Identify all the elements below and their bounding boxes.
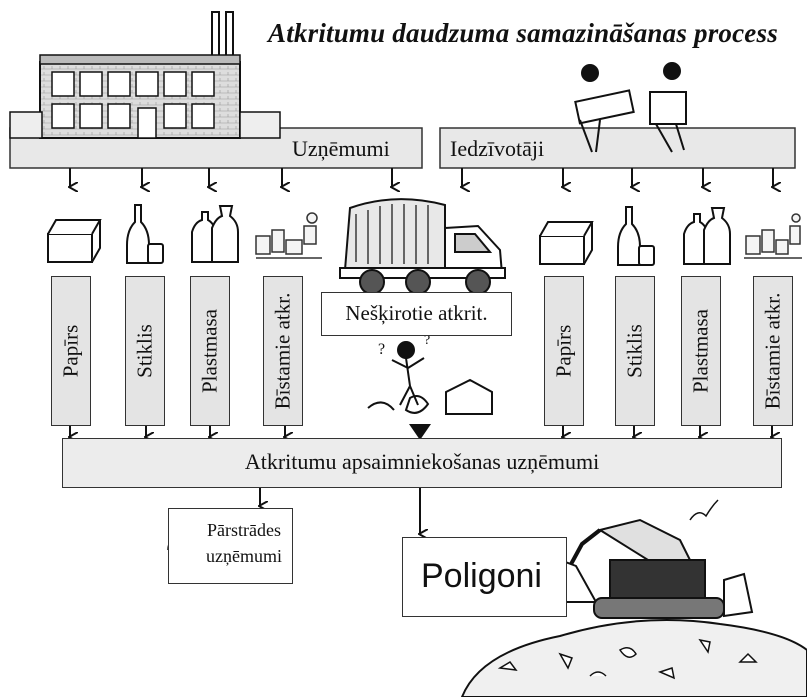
svg-text:?: ? bbox=[424, 333, 430, 348]
left-stream-paper-label: Papīrs bbox=[58, 324, 83, 378]
confused-person-icon: ? ? bbox=[367, 333, 493, 415]
garbage-truck-icon bbox=[339, 198, 506, 295]
recycling-companies-label: Pārstrādes uzņēmumi bbox=[206, 520, 282, 566]
right-stream-paper-label: Papīrs bbox=[551, 324, 576, 378]
plastic-bottles-icon bbox=[683, 207, 731, 265]
people-carrying-boxes-icon bbox=[574, 62, 687, 153]
box-icon bbox=[47, 219, 102, 263]
right-stream-hazardous-label: Bīstamie atkr. bbox=[760, 292, 785, 410]
svg-text:?: ? bbox=[378, 341, 385, 358]
unsorted-waste-box: Nešķirotie atkrit. bbox=[321, 292, 512, 336]
left-stream-paper: Papīrs bbox=[51, 276, 91, 426]
left-stream-glass-label: Stiklis bbox=[132, 324, 157, 378]
plastic-bottles-icon bbox=[191, 205, 239, 263]
left-stream-glass: Stiklis bbox=[125, 276, 165, 426]
companies-label: Uzņēmumi bbox=[292, 136, 390, 161]
landfill-pile-icon bbox=[460, 619, 807, 697]
residents-label: Iedzīvotāji bbox=[450, 136, 545, 161]
right-stream-paper: Papīrs bbox=[544, 276, 584, 426]
waste-management-companies-bar: Atkritumu apsaimniekošanas uzņēmumi bbox=[62, 438, 782, 488]
diagram-title: Atkritumu daudzuma samazināšanas process bbox=[268, 18, 778, 48]
hazardous-waste-icon bbox=[255, 212, 322, 259]
left-stream-plastic-label: Plastmasa bbox=[197, 309, 222, 393]
left-stream-hazardous-label: Bīstamie atkr. bbox=[270, 292, 295, 410]
left-stream-hazardous: Bīstamie atkr. bbox=[263, 276, 303, 426]
box-icon bbox=[539, 221, 594, 265]
hazardous-waste-icon bbox=[744, 213, 802, 259]
factory-icon bbox=[9, 11, 281, 139]
landfills-box: Poligoni bbox=[402, 537, 567, 617]
bottle-icon bbox=[617, 206, 655, 266]
recycling-companies-box: Pārstrādes uzņēmumi bbox=[168, 508, 293, 584]
right-stream-plastic: Plastmasa bbox=[681, 276, 721, 426]
bulldozer-icon bbox=[548, 499, 754, 619]
right-stream-plastic-label: Plastmasa bbox=[688, 309, 713, 393]
left-stream-plastic: Plastmasa bbox=[190, 276, 230, 426]
right-stream-glass: Stiklis bbox=[615, 276, 655, 426]
right-stream-glass-label: Stiklis bbox=[622, 324, 647, 378]
right-stream-hazardous: Bīstamie atkr. bbox=[753, 276, 793, 426]
bottle-icon bbox=[126, 204, 164, 264]
